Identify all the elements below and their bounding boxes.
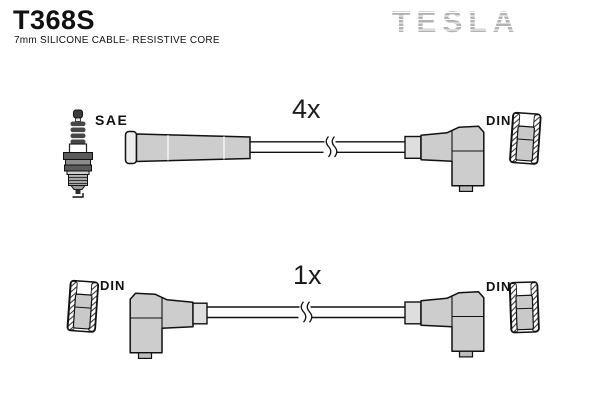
- product-subtitle: 7mm SILICONE CABLE- RESISTIVE CORE: [14, 35, 220, 46]
- cable-bottom: [207, 306, 405, 319]
- spark-plug-icon: [63, 109, 93, 198]
- sae-connector-label: SAE: [95, 112, 129, 128]
- top-cable-quantity-label: 4x: [292, 94, 321, 124]
- part-number: T368S: [13, 5, 96, 35]
- din-socket-cross-section-icon: [66, 279, 100, 333]
- angled-boot-icon: [404, 290, 485, 358]
- bottom-cable-quantity-label: 1x: [293, 260, 322, 290]
- angled-boot-icon: [129, 292, 208, 359]
- cable-break-icon: [300, 301, 313, 323]
- angled-boot-icon: [404, 125, 485, 193]
- straight-boot-icon: [124, 130, 251, 165]
- cable-break-icon: [325, 136, 338, 158]
- din-connector-label: DIN: [486, 279, 512, 294]
- din-socket-cross-section-icon: [508, 281, 540, 334]
- tesla-logo: TESLA: [392, 6, 521, 39]
- din-connector-label: DIN: [100, 278, 126, 293]
- cable-top: [250, 141, 405, 154]
- din-socket-cross-section-icon: [508, 111, 542, 165]
- din-connector-label: DIN: [486, 113, 512, 128]
